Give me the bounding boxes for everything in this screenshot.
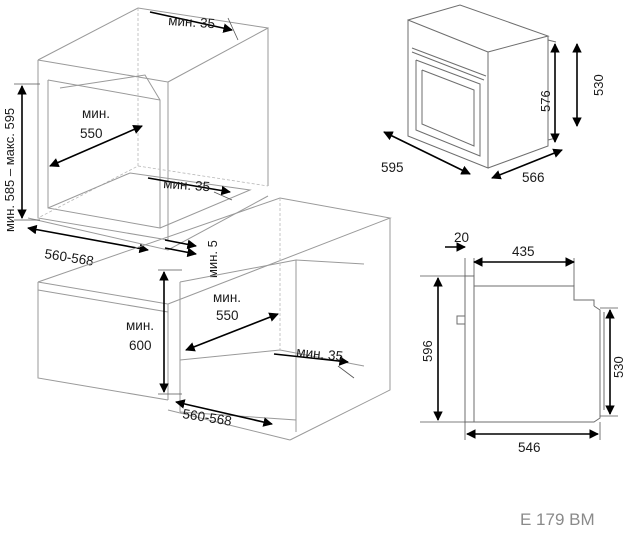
oven-isometric-dimensions: 595 566 576 530 <box>381 43 606 185</box>
back-gap-arrow-mid <box>147 177 231 196</box>
depth-label-top-line1: мин. <box>82 106 110 121</box>
back-gap-arrow-bottom <box>273 353 349 366</box>
top-cabinet <box>27 7 269 251</box>
oven-depth-label: 566 <box>522 170 545 185</box>
gap-arrow-b <box>164 247 197 258</box>
depth-arrow-bottom <box>185 312 279 352</box>
depth-label-bottom-line1: мин. <box>213 290 241 305</box>
depth-label-bottom-line2: 550 <box>216 308 239 323</box>
oven-depth-arrow <box>491 148 563 180</box>
oven-isometric <box>407 4 557 169</box>
oven-inner-height-label: 576 <box>538 90 553 112</box>
bottom-cabinet-dimensions: мин. 600 мин. 550 мин. 35 560-568 <box>126 269 355 429</box>
side-inner-height-label: 530 <box>611 356 625 378</box>
gap-5-label: мин. 5 <box>205 240 220 278</box>
top-cabinet-dimensions: мин. 585 – макс. 595 мин. 550 560-568 ми… <box>2 11 239 278</box>
back-gap-arrow-top <box>149 11 233 33</box>
height-label-bottom-line1: мин. <box>126 318 154 333</box>
oven-side-dimensions: 20 435 596 530 546 <box>420 230 625 455</box>
model-caption: E 179 BM <box>520 510 595 529</box>
bottom-depth-label: 546 <box>518 440 541 455</box>
oven-side-profile <box>456 275 605 423</box>
back-gap-label-bottom: мин. 35 <box>296 344 344 364</box>
width-label-bottom: 560-568 <box>182 406 233 429</box>
oven-outer-height-label: 530 <box>591 74 606 96</box>
side-height-label: 596 <box>420 340 435 362</box>
gap-arrow-a <box>164 239 197 250</box>
height-label-top: мин. 585 – макс. 595 <box>2 108 17 232</box>
back-gap-label-top: мин. 35 <box>168 13 216 31</box>
bottom-cabinet <box>37 197 392 441</box>
height-label-bottom-line2: 600 <box>129 338 152 353</box>
oven-width-label: 595 <box>381 160 404 175</box>
depth-arrow-top <box>49 125 143 167</box>
width-arrow-top <box>27 224 149 254</box>
oven-width-arrow <box>383 131 471 175</box>
front-depth-label: 20 <box>454 230 469 245</box>
width-arrow-bottom <box>175 399 273 427</box>
back-gap-label-mid: мин. 35 <box>163 176 211 194</box>
depth-label-top-line2: 550 <box>80 126 103 141</box>
top-depth-label: 435 <box>512 244 535 259</box>
